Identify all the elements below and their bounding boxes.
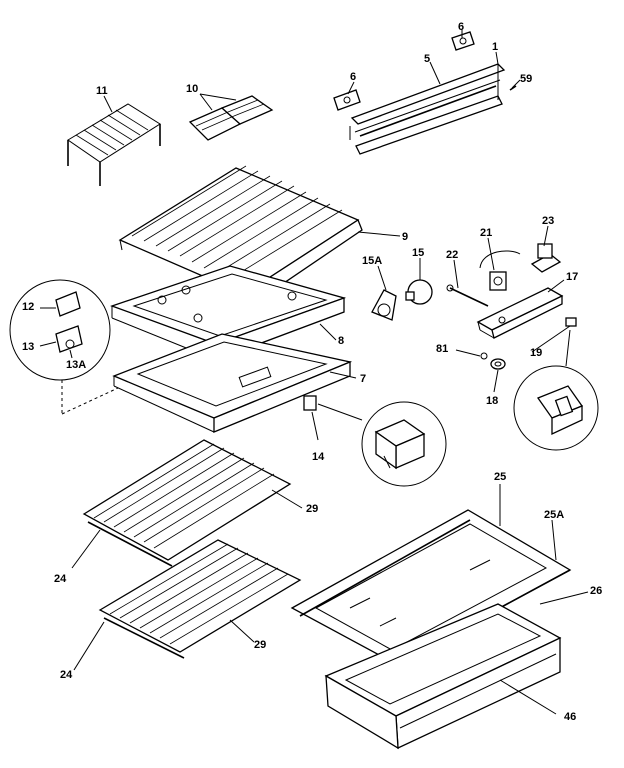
part-11-wire-rack	[67, 103, 161, 186]
part-59-screw	[509, 85, 517, 91]
callout-12: 12	[22, 301, 34, 313]
callout-22: 22	[446, 249, 458, 261]
part-17-housing	[476, 287, 564, 339]
callout-24-upper: 24	[54, 573, 67, 585]
part-7-pan	[112, 333, 353, 433]
callout-19: 19	[530, 347, 542, 359]
part-81-screw	[480, 352, 488, 360]
part-46-crisper-drawer	[324, 603, 562, 750]
detail-circle-switch	[513, 329, 599, 451]
callout-6-top: 6	[458, 21, 464, 33]
part-22-rod	[446, 284, 489, 307]
callout-59: 59	[520, 73, 532, 85]
callout-5: 5	[424, 53, 430, 65]
callout-labels: 1 5 6 6 59 11 10 9 8 7 12 13 13A 15A 15 …	[22, 21, 602, 723]
callout-46: 46	[564, 711, 576, 723]
callout-10: 10	[186, 83, 198, 95]
callout-21: 21	[480, 227, 492, 239]
part-6-clip-top	[451, 31, 475, 51]
part-14-damper	[303, 395, 363, 421]
part-15a-socket	[371, 289, 397, 321]
callout-7: 7	[360, 373, 366, 385]
callout-25: 25	[494, 471, 506, 483]
part-29-upper-shelf	[82, 439, 292, 567]
callout-13a: 13A	[66, 359, 86, 371]
detail-circle-damper	[361, 401, 447, 487]
callout-11: 11	[96, 85, 108, 97]
callout-29-upper: 29	[306, 503, 318, 515]
part-10-ice-trays	[188, 95, 274, 141]
callout-1: 1	[492, 41, 498, 53]
callout-15a: 15A	[362, 255, 382, 267]
callout-29-lower: 29	[254, 639, 266, 651]
callout-81: 81	[436, 343, 448, 355]
part-23-knob	[530, 243, 562, 273]
callout-26: 26	[590, 585, 602, 597]
detail-circle-12-13	[9, 279, 119, 415]
callout-9: 9	[402, 231, 408, 243]
part-6-clip-left	[333, 89, 361, 111]
part-18-bushing	[490, 358, 506, 370]
callout-14: 14	[312, 451, 325, 463]
callout-17: 17	[566, 271, 578, 283]
callout-15: 15	[412, 247, 424, 259]
part-1-trim-rail	[349, 63, 506, 155]
callout-25a: 25A	[544, 509, 564, 521]
callout-13: 13	[22, 341, 34, 353]
callout-18: 18	[486, 395, 498, 407]
part-21-switch	[479, 250, 521, 291]
callout-6-left: 6	[350, 71, 356, 83]
part-29-lower-shelf	[98, 539, 302, 659]
leader-lines	[39, 30, 589, 715]
callout-8: 8	[338, 335, 344, 347]
part-19-clip	[565, 317, 577, 327]
callout-23: 23	[542, 215, 554, 227]
callout-24-lower: 24	[60, 669, 73, 681]
part-15-bulb	[405, 279, 433, 305]
